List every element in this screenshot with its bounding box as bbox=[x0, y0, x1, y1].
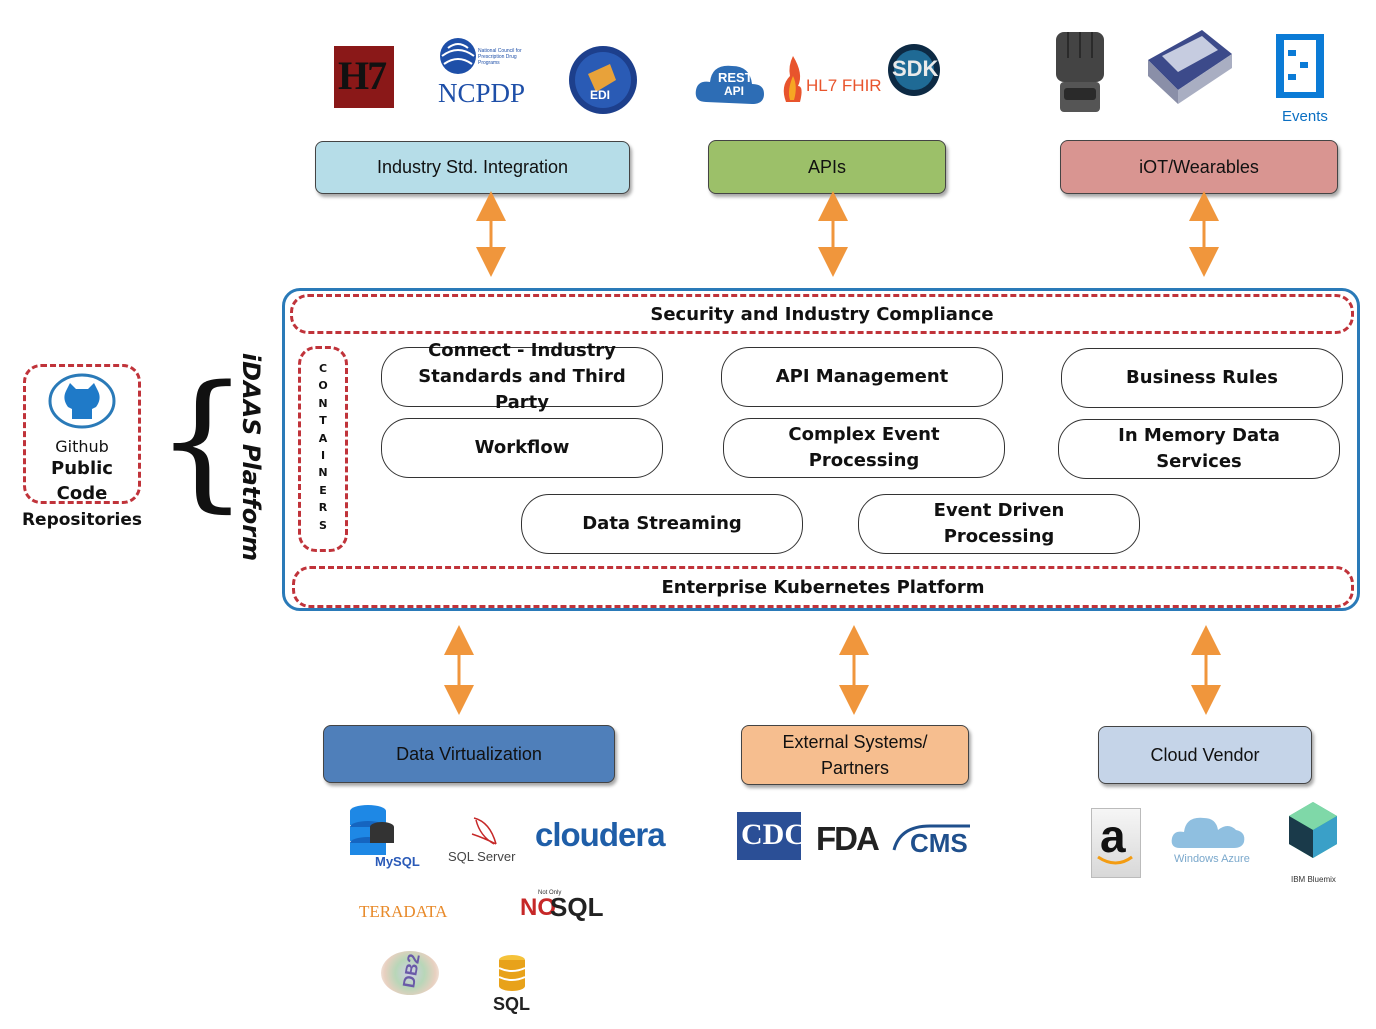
apis-box: APIs bbox=[708, 140, 946, 194]
containers-box bbox=[298, 346, 348, 552]
capability-workflow: Workflow bbox=[381, 418, 663, 478]
events-icon bbox=[1276, 34, 1324, 98]
cms-logo: CMS bbox=[910, 828, 968, 858]
idaas-platform-frame bbox=[282, 288, 1360, 611]
cdc-logo: CDC bbox=[737, 812, 806, 860]
sql-server-logo bbox=[471, 817, 497, 845]
fda-logo: FDA bbox=[816, 820, 880, 857]
nosql-logo: NO SQL Not Only bbox=[520, 890, 604, 922]
data-virtualization-box: Data Virtualization bbox=[323, 725, 615, 783]
db2-wordcloud-logo: DB2 bbox=[381, 951, 439, 995]
curly-brace-icon: { bbox=[155, 354, 250, 526]
capability-in-memory-data: In Memory Data Services bbox=[1058, 419, 1340, 479]
sql-database-icon bbox=[498, 955, 526, 991]
sdk-logo bbox=[888, 44, 940, 96]
ibm-bluemix-logo bbox=[1289, 802, 1337, 858]
containers-label: C O N T A I N E R S bbox=[318, 362, 328, 532]
hospital-bed-icon bbox=[1148, 30, 1232, 104]
kubernetes-platform-bar: Enterprise Kubernetes Platform bbox=[292, 566, 1354, 608]
external-systems-box: External Systems/ Partners bbox=[741, 725, 969, 785]
github-box bbox=[23, 364, 141, 504]
ncpdp-globe-icon bbox=[440, 38, 476, 74]
rest-api-cloud-logo bbox=[695, 65, 764, 104]
capability-complex-event-processing: Complex Event Processing bbox=[723, 418, 1005, 478]
github-icon bbox=[48, 373, 116, 429]
hl7-fhir-logo: HL7 FHIR bbox=[806, 76, 882, 95]
iot-wearables-box: iOT/Wearables bbox=[1060, 140, 1338, 194]
fhir-flame-icon bbox=[783, 56, 802, 102]
capability-data-streaming: Data Streaming bbox=[521, 494, 803, 554]
fist-wearable-icon bbox=[1056, 32, 1104, 112]
capability-event-driven: Event Driven Processing bbox=[858, 494, 1140, 554]
edi-logo bbox=[569, 46, 637, 114]
amazon-smile-icon bbox=[1097, 855, 1133, 865]
github-label: Github Public Code Repositories bbox=[21, 437, 143, 530]
amazon-logo: a bbox=[1091, 808, 1141, 878]
capability-api-management: API Management bbox=[721, 347, 1003, 407]
capability-connect-industry: Connect - Industry Standards and Third P… bbox=[381, 340, 663, 413]
ncpdp-logo: National Council for Prescription Drug P… bbox=[436, 36, 531, 111]
cloudera-logo: cloudera bbox=[535, 816, 666, 853]
mysql-logo bbox=[350, 805, 394, 855]
cms-logo-swoosh bbox=[892, 824, 970, 851]
security-compliance-bar: Security and Industry Compliance bbox=[290, 294, 1354, 334]
windows-azure-cloud-icon bbox=[1171, 817, 1245, 848]
cloud-vendor-box: Cloud Vendor bbox=[1098, 726, 1312, 784]
hl7-logo: H7 bbox=[334, 46, 394, 108]
teradata-logo: TERADATA bbox=[359, 902, 448, 921]
windows-azure-logo: Windows Azure bbox=[1174, 853, 1250, 865]
industry-std-integration-box: Industry Std. Integration bbox=[315, 141, 630, 194]
capability-business-rules: Business Rules bbox=[1061, 348, 1343, 408]
